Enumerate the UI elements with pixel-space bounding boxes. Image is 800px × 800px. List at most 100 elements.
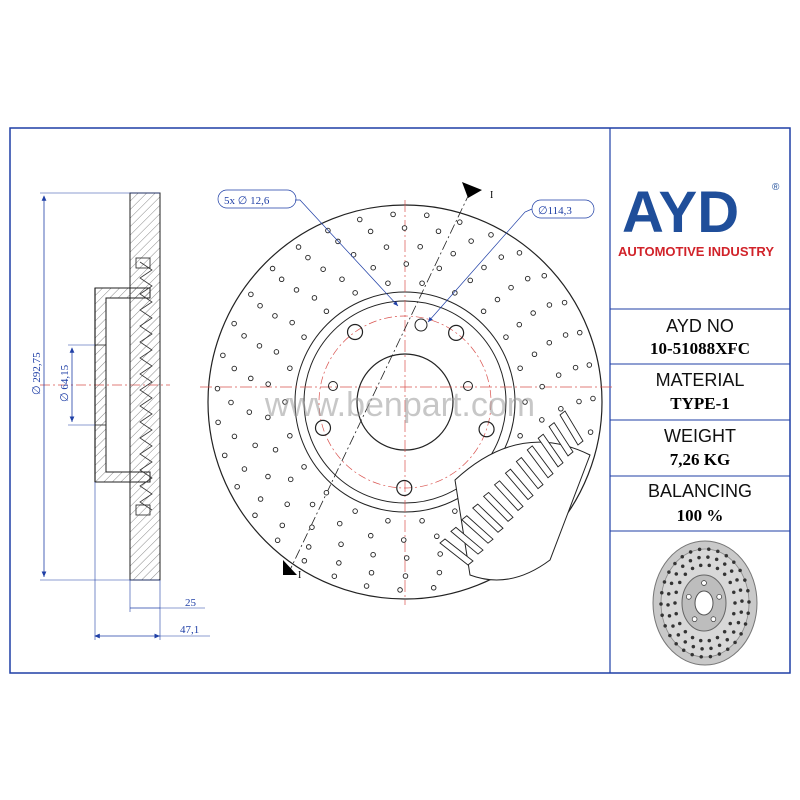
thumbnail-drill-hole: [667, 614, 672, 618]
thumbnail-drill-hole: [743, 622, 748, 626]
drill-hole: [541, 272, 548, 279]
product-thumbnail: [652, 540, 758, 666]
thumbnail-drill-hole: [700, 647, 704, 651]
cooling-vane: [461, 515, 494, 544]
drill-hole: [498, 254, 505, 260]
drill-hole: [558, 406, 564, 412]
drill-hole: [352, 508, 358, 514]
thumbnail-drill-hole: [673, 601, 677, 605]
drill-hole: [287, 365, 293, 371]
drill-hole: [402, 573, 409, 579]
section-mark-top: I: [490, 190, 493, 201]
thumbnail-drill-hole: [717, 643, 722, 648]
drill-hole: [539, 383, 545, 390]
thumbnail-drill-hole: [697, 555, 701, 560]
vane-cutaway: [454, 441, 591, 581]
thumbnail-drill-hole: [677, 621, 682, 626]
drill-hole: [257, 302, 263, 309]
drill-hole: [572, 364, 579, 371]
hat-section: [94, 287, 151, 483]
cooling-vane: [493, 480, 524, 512]
thumbnail-drill-hole: [688, 550, 693, 554]
drill-hole: [269, 265, 276, 272]
drill-hole: [331, 573, 338, 579]
drill-hole: [417, 243, 423, 250]
drill-hole: [430, 585, 437, 591]
thumbnail-drill-hole: [738, 588, 743, 592]
thumbnail-drill-hole: [676, 633, 681, 637]
thumbnail-drill-hole: [690, 652, 694, 657]
thumbnail-drill-hole: [715, 566, 720, 571]
thumbnail-drill-hole: [681, 648, 686, 653]
registered-mark: ®: [772, 182, 780, 193]
thumbnail-bolt-hole: [701, 580, 707, 586]
cooling-vane: [439, 538, 474, 566]
thumbnail-drill-hole: [667, 570, 671, 574]
thumbnail-drill-hole: [663, 624, 667, 628]
part-no-value: 10-51088XFC: [650, 339, 750, 358]
thumbnail-drill-hole: [677, 580, 682, 585]
vent-vanes: [139, 261, 153, 511]
drill-hole: [524, 275, 531, 282]
drill-hole: [265, 414, 271, 421]
drill-hole: [252, 442, 258, 449]
drill-hole: [546, 339, 553, 346]
thumbnail-drill-hole: [722, 572, 727, 577]
thumbnail-drill-hole: [674, 590, 679, 595]
drill-hole: [228, 399, 234, 406]
thumbnail-drill-hole: [690, 635, 695, 640]
thumbnail-drill-hole: [691, 644, 696, 649]
thumbnail-drill-hole: [731, 590, 736, 595]
drill-hole: [419, 280, 425, 286]
logo-wordmark: AYD: [622, 180, 739, 245]
drill-hole: [287, 433, 293, 439]
thumbnail-drill-hole: [747, 600, 751, 604]
drill-hole: [468, 238, 474, 244]
drill-hole: [370, 551, 376, 558]
thumbnail-drill-hole: [746, 611, 751, 616]
thumbnail-drill-hole: [746, 588, 750, 593]
thumbnail-drill-hole: [680, 564, 685, 569]
logo-tagline: AUTOMOTIVE INDUSTRY: [618, 244, 774, 259]
thumbnail-bolt-hole: [716, 594, 722, 600]
thumbnail-drill-hole: [706, 555, 710, 559]
drill-hole: [435, 228, 442, 235]
drill-hole: [517, 365, 523, 371]
drill-hole: [546, 302, 553, 308]
cooling-vane: [482, 491, 514, 522]
drill-hole: [338, 541, 344, 548]
thumbnail-drill-hole: [674, 572, 679, 576]
side-section-view: ∅ 292,75 ∅ 64,15 25 47,1: [31, 192, 210, 640]
thumbnail-drill-hole: [722, 562, 727, 566]
drill-hole: [293, 287, 300, 293]
drill-hole: [457, 219, 463, 225]
watermark: www.benpart.com: [264, 386, 535, 424]
thumbnail-drill-hole: [728, 580, 733, 585]
thumbnail-drill-hole: [715, 635, 720, 640]
thumbnail-drill-hole: [680, 554, 685, 559]
drill-hole: [508, 284, 514, 291]
drill-hole: [403, 261, 410, 267]
drill-hole: [436, 265, 443, 272]
brand-logo: AYD ® AUTOMOTIVE INDUSTRY: [618, 180, 780, 259]
material-label: MATERIAL: [656, 370, 745, 390]
drill-hole: [587, 429, 594, 435]
height-label: 47,1: [180, 624, 199, 636]
drill-hole: [562, 332, 569, 338]
thumbnail-drill-hole: [699, 655, 704, 659]
drill-hole: [231, 365, 238, 372]
material-value: TYPE-1: [670, 394, 730, 413]
drill-hole: [272, 447, 279, 453]
thumbnail-bolt-hole: [710, 616, 717, 622]
thumbnail-drill-hole: [732, 560, 736, 564]
thumbnail-drill-hole: [698, 638, 703, 643]
drill-hole: [363, 583, 370, 589]
drill-hole: [452, 290, 458, 296]
drill-hole: [265, 381, 271, 387]
drill-hole: [370, 264, 376, 271]
thumbnail-drill-hole: [709, 646, 713, 651]
drill-hole: [337, 520, 343, 527]
thumbnail-drill-hole: [659, 602, 663, 606]
thumbnail-drill-hole: [725, 647, 730, 652]
drill-hole: [284, 501, 290, 508]
